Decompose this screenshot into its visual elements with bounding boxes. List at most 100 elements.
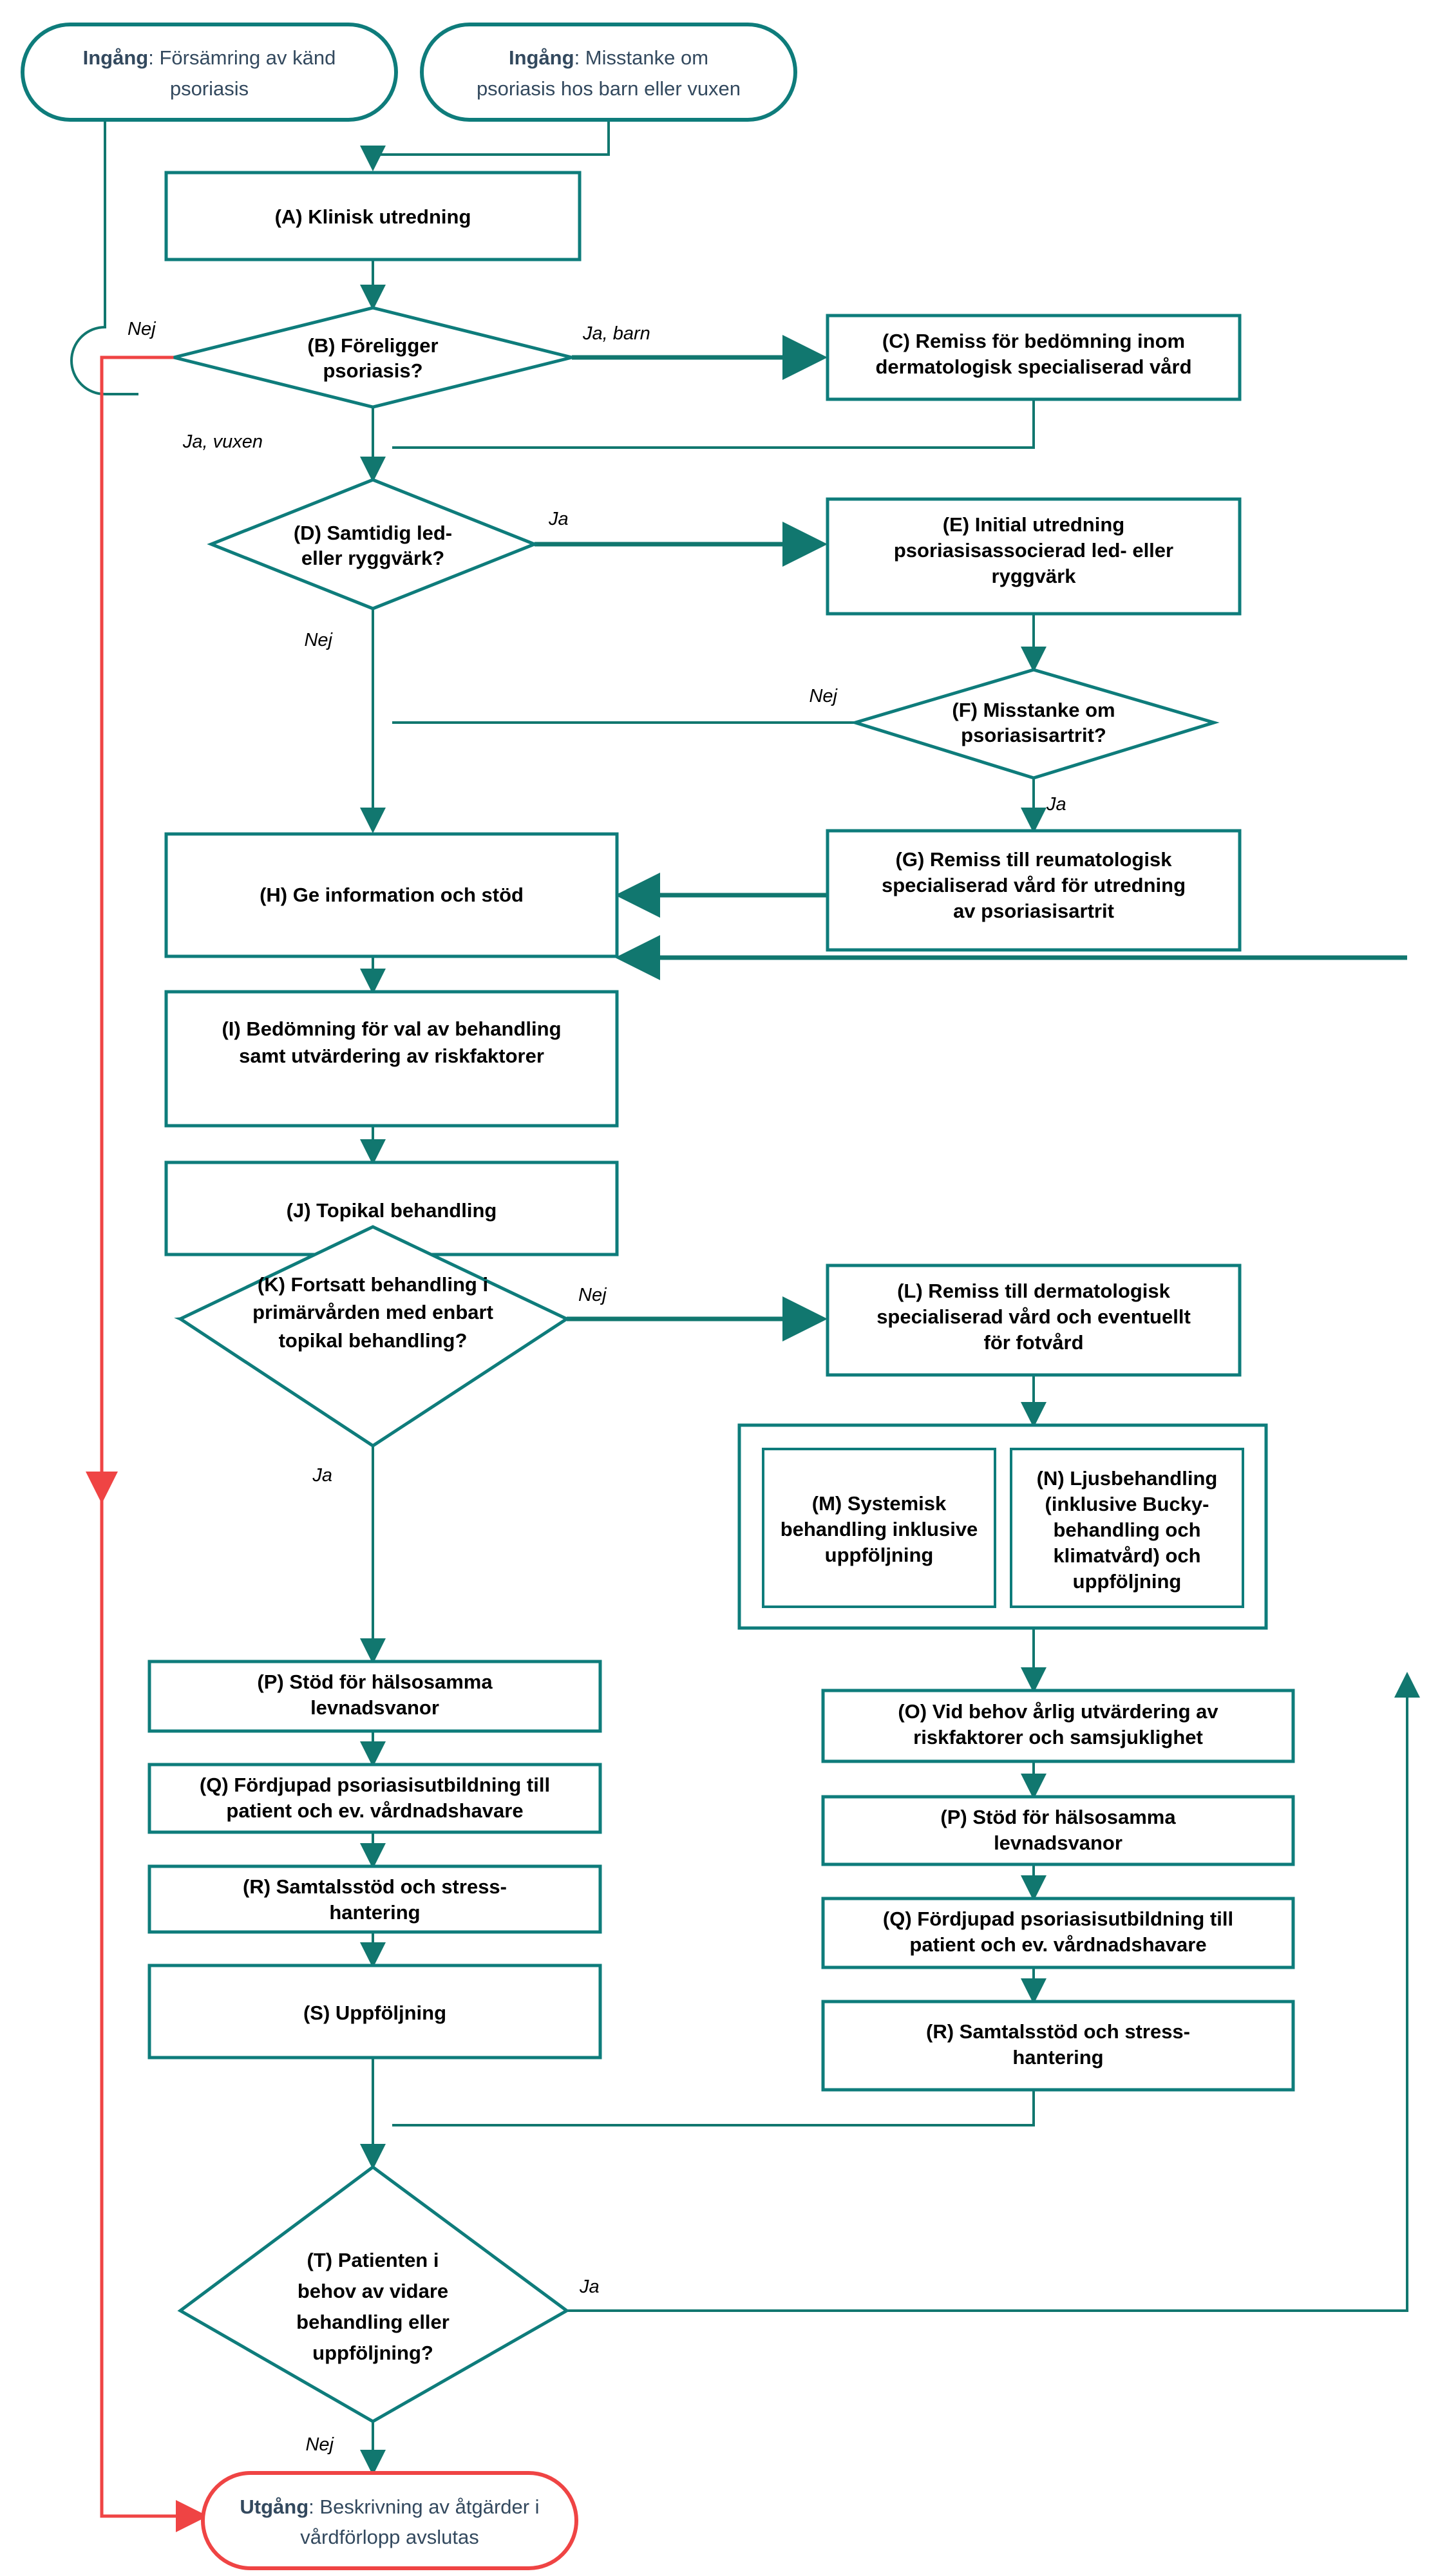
- edge-T-ja-bus: [567, 1672, 1420, 2312]
- node-G-line-1: specialiserad vård för utredning: [882, 874, 1186, 896]
- process-node-C[interactable]: (C) Remiss för bedömning inom dermatolog…: [826, 314, 1242, 401]
- decision-node-K[interactable]: (K) Fortsatt behandling i primärvården m…: [174, 1225, 573, 1448]
- process-node-L[interactable]: (L) Remiss till dermatologisk specialise…: [826, 1264, 1242, 1377]
- edge-label-d-ja: Ja: [548, 509, 569, 529]
- node-F-line-0: (F) Misstanke om: [952, 699, 1115, 721]
- edge-B-nej-to-exit-cont: [100, 1484, 208, 2532]
- node-E-line-1: psoriasisassocierad led- eller: [894, 539, 1173, 562]
- process-node-N[interactable]: (N) Ljusbehandling (inklusive Bucky- beh…: [1010, 1448, 1244, 1608]
- entry1-line1: Försämring av känd: [159, 46, 336, 69]
- process-node-S-left[interactable]: (S) Uppföljning: [147, 1964, 602, 2060]
- node-R-left-line-1: hantering: [329, 1901, 420, 1924]
- node-K-line-0: (K) Fortsatt behandling i: [258, 1273, 488, 1296]
- entry2-line2: psoriasis hos barn eller vuxen: [477, 77, 741, 100]
- node-N-line-2: behandling och: [1053, 1519, 1200, 1541]
- node-E-line-0: (E) Initial utredning: [943, 513, 1124, 536]
- edge-entry1-to-I: [70, 120, 138, 395]
- node-L-line-1: specialiserad vård och eventuellt: [876, 1305, 1191, 1328]
- node-R-left-line-0: (R) Samtalsstöd och stress-: [243, 1875, 507, 1898]
- process-node-Q-left[interactable]: (Q) Fördjupad psoriasisutbildning till p…: [147, 1763, 602, 1834]
- entry1-prefix: Ingång: [83, 46, 149, 69]
- edge-Rright-to-T-join: [392, 2090, 1035, 2126]
- edge-layer-red: [86, 355, 208, 2532]
- edge-label-b-nej: Nej: [128, 319, 156, 339]
- edge-label-k-nej: Nej: [578, 1285, 607, 1305]
- edge-entry2-to-A: [360, 120, 610, 171]
- node-N-line-1: (inklusive Bucky-: [1045, 1493, 1209, 1515]
- edge-label-t-nej: Nej: [305, 2434, 334, 2455]
- edge-label-d-nej: Nej: [304, 630, 333, 650]
- process-node-G[interactable]: (G) Remiss till reumatologisk specialise…: [826, 829, 1242, 952]
- node-A-line-0: (A) Klinisk utredning: [275, 205, 471, 228]
- node-P-left-line-0: (P) Stöd för hälsosamma: [257, 1671, 493, 1693]
- process-node-P-left[interactable]: (P) Stöd för hälsosamma levnadsvanor: [147, 1660, 602, 1733]
- decision-node-D[interactable]: (D) Samtidig led- eller ryggvärk?: [207, 478, 539, 611]
- node-J-line-0: (J) Topikal behandling: [287, 1199, 497, 1222]
- edge-label-k-ja: Ja: [312, 1465, 332, 1486]
- process-node-I[interactable]: (I) Bedömning för val av behandling samt…: [164, 990, 619, 1128]
- edge-C-to-D-join: [392, 399, 1035, 449]
- terminal-exit[interactable]: Utgång: Beskrivning av åtgärder i vårdfö…: [201, 2471, 578, 2570]
- edge-label-t-ja: Ja: [579, 2277, 600, 2297]
- entry1-sep: :: [148, 46, 159, 69]
- node-I-line-0: (I) Bedömning för val av behandling: [222, 1018, 561, 1040]
- svg-text:Ingång: Försämring av känd: Ingång: Försämring av känd: [83, 46, 336, 69]
- node-F-line-1: psoriasisartrit?: [961, 724, 1106, 746]
- decision-node-T[interactable]: (T) Patienten i behov av vidare behandli…: [177, 2164, 570, 2423]
- node-M-line-0: (M) Systemisk: [812, 1492, 947, 1515]
- node-L-line-2: för fotvård: [984, 1331, 1084, 1354]
- exit-prefix: Utgång: [240, 2496, 308, 2518]
- edge-label-f-nej: Nej: [809, 686, 838, 706]
- process-node-E[interactable]: (E) Initial utredning psoriasisassociera…: [826, 497, 1242, 616]
- node-N-line-3: klimatvård) och: [1053, 1544, 1200, 1567]
- node-G-line-2: av psoriasisartrit: [953, 900, 1114, 922]
- svg-text:Utgång: Beskrivning av åtgärde: Utgång: Beskrivning av åtgärder i: [240, 2496, 539, 2518]
- node-S-left-line-0: (S) Uppföljning: [303, 2002, 446, 2024]
- node-Q-left-line-1: patient och ev. vårdnadshavare: [226, 1799, 523, 1822]
- process-node-O[interactable]: (O) Vid behov årlig utvärdering av riskf…: [821, 1689, 1295, 1763]
- edge-B-nej-to-exit: [86, 355, 174, 1504]
- exit-line1: Beskrivning av åtgärder i: [319, 2496, 539, 2518]
- node-H-line-0: (H) Ge information och stöd: [260, 884, 524, 906]
- terminal-entry-2[interactable]: Ingång: Misstanke om psoriasis hos barn …: [420, 23, 797, 122]
- process-node-Q-right[interactable]: (Q) Fördjupad psoriasisutbildning till p…: [821, 1897, 1295, 1969]
- node-O-line-1: riskfaktorer och samsjuklighet: [913, 1726, 1203, 1748]
- exit-line2: vårdförlopp avslutas: [300, 2526, 478, 2548]
- node-O-line-0: (O) Vid behov årlig utvärdering av: [898, 1700, 1218, 1723]
- node-B-line-0: (B) Föreligger: [307, 334, 438, 357]
- terminal-entry-1[interactable]: Ingång: Försämring av känd psoriasis: [21, 23, 398, 122]
- entry2-sep: :: [574, 46, 585, 69]
- node-N-line-0: (N) Ljusbehandling: [1037, 1467, 1218, 1490]
- decision-node-B[interactable]: (B) Föreligger psoriasis?: [173, 306, 573, 409]
- entry2-line1: Misstanke om: [585, 46, 708, 69]
- process-node-A[interactable]: (A) Klinisk utredning: [164, 171, 582, 261]
- node-T-line-2: behandling eller: [296, 2311, 450, 2333]
- node-T-line-1: behov av vidare: [298, 2280, 448, 2302]
- edge-label-f-ja: Ja: [1046, 794, 1066, 815]
- decision-node-F[interactable]: (F) Misstanke om psoriasisartrit?: [849, 668, 1220, 780]
- process-node-R-left[interactable]: (R) Samtalsstöd och stress- hantering: [147, 1864, 602, 1934]
- node-R-right-line-0: (R) Samtalsstöd och stress-: [926, 2020, 1190, 2043]
- node-L-line-0: (L) Remiss till dermatologisk: [897, 1280, 1171, 1302]
- entry1-line2: psoriasis: [170, 77, 249, 100]
- node-M-line-1: behandling inklusive: [781, 1518, 978, 1540]
- node-B-line-1: psoriasis?: [323, 359, 422, 382]
- node-C-line-0: (C) Remiss för bedömning inom: [882, 330, 1185, 352]
- node-K-line-1: primärvården med enbart: [252, 1301, 493, 1323]
- entry2-prefix: Ingång: [509, 46, 574, 69]
- node-T-line-3: uppföljning?: [312, 2342, 433, 2364]
- node-C-line-1: dermatologisk specialiserad vård: [875, 355, 1191, 378]
- node-G-line-0: (G) Remiss till reumatologisk: [896, 848, 1173, 871]
- node-N-line-4: uppföljning: [1073, 1570, 1182, 1593]
- process-node-H[interactable]: (H) Ge information och stöd: [164, 832, 619, 958]
- svg-text:Ingång: Misstanke om: Ingång: Misstanke om: [509, 46, 708, 69]
- node-P-right-line-1: levnadsvanor: [994, 1832, 1122, 1854]
- process-node-P-right[interactable]: (P) Stöd för hälsosamma levnadsvanor: [821, 1795, 1295, 1866]
- node-Q-left-line-0: (Q) Fördjupad psoriasisutbildning till: [200, 1774, 550, 1796]
- node-K-line-2: topikal behandling?: [279, 1329, 468, 1352]
- process-node-M[interactable]: (M) Systemisk behandling inklusive uppfö…: [762, 1448, 996, 1608]
- node-R-right-line-1: hantering: [1012, 2046, 1103, 2069]
- process-node-R-right[interactable]: (R) Samtalsstöd och stress- hantering: [821, 2000, 1295, 2092]
